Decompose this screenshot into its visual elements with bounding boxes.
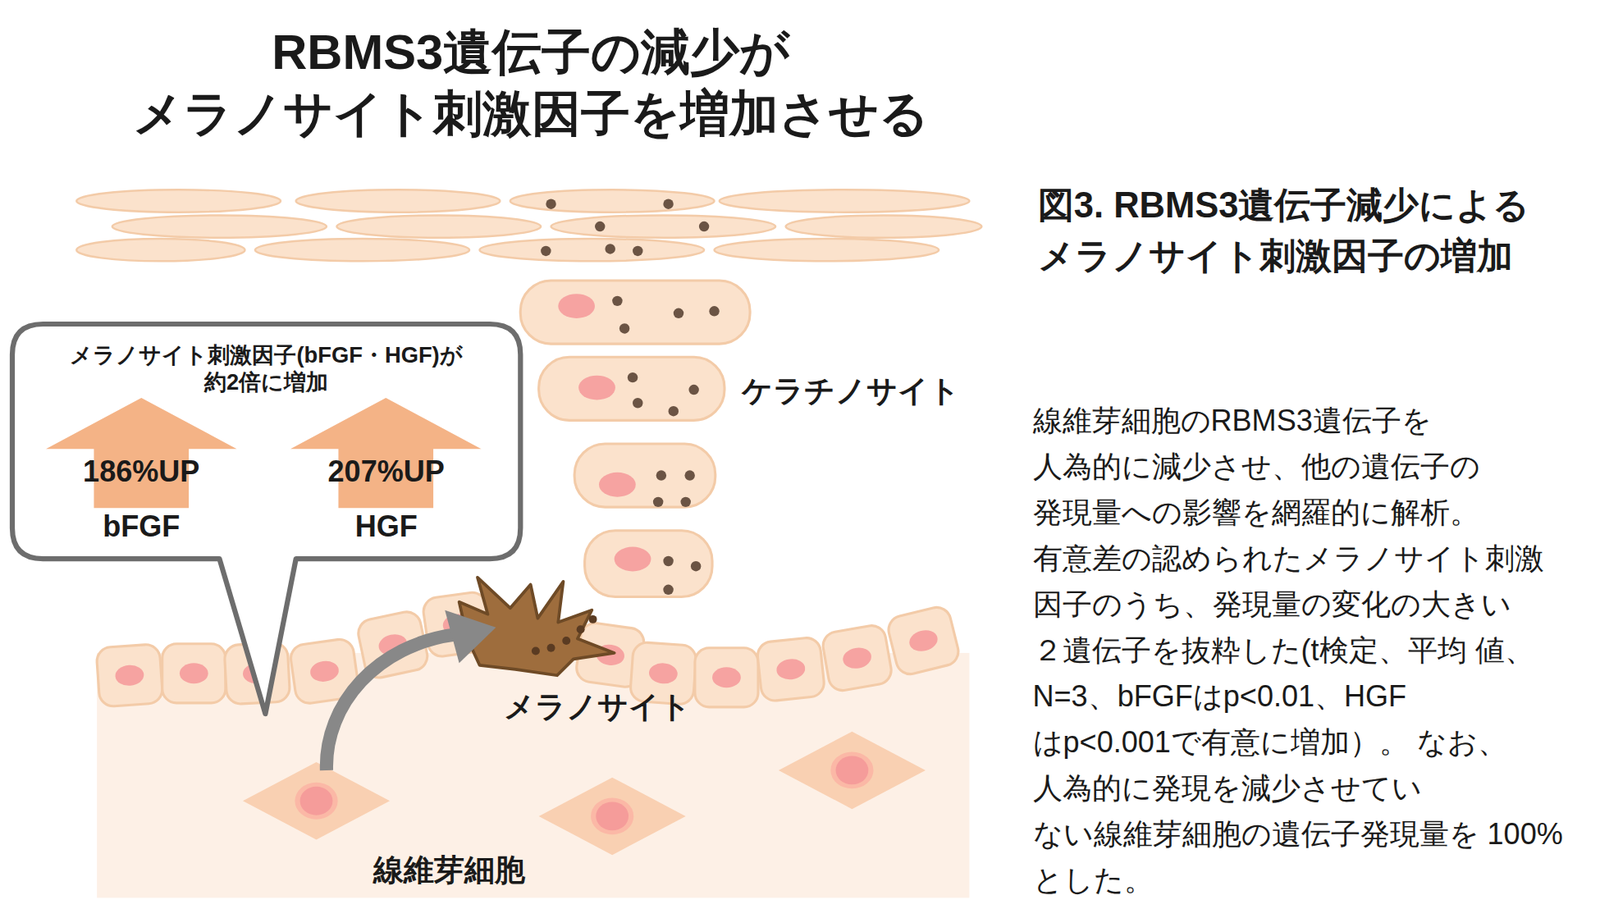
melanin-dot [619,323,630,334]
keratinocyte [539,356,725,421]
factor-name: HGF [355,508,418,544]
melanin-dot [688,384,699,395]
melanin-dot [604,243,615,254]
melanin-dot [627,372,638,383]
percent-value: 186%UP [82,453,200,490]
figure-caption: 図3. RBMS3遺伝子減少による メラノサイト刺激因子の増加 [1037,179,1549,282]
melanin-dot [662,556,673,567]
cell-label: ケラチノサイト [741,372,960,410]
corneum-cell [510,189,715,212]
corneum-cell [336,214,541,238]
keratinocytes [520,199,750,598]
cell-label: 線維芽細胞 [373,850,526,888]
melanin-dot [668,406,679,416]
melanin-dot [680,497,691,508]
basal-cell [694,648,759,708]
fibroblast [539,777,686,856]
factor-name: bFGF [102,508,180,544]
stratum-corneum [76,189,982,261]
nucleus [598,472,636,498]
increase-arrow: 207%UP HGF [290,397,482,546]
nucleus [557,293,595,319]
callout-bubble: メラノサイト刺激因子(bFGF・HGF)が 約2倍に増加 186%UP bFGF 20… [12,324,521,559]
melanin-dot [690,561,701,572]
corneum-cell [714,238,940,261]
basal-cell [885,604,961,678]
corneum-cell [480,238,705,261]
melanin-dot [632,246,643,256]
fibroblast [778,731,926,810]
basal-cell [162,644,226,704]
nucleus [578,375,616,401]
melanin-dot [656,470,667,480]
corneum-cell [112,214,327,238]
melanin-dot [545,199,556,210]
melanin-dot [684,470,695,480]
secretion-arrow [326,635,456,771]
basal-cell [756,636,826,703]
melanin-dot [673,308,684,319]
melanin-dot [662,585,673,595]
melanin-dot [662,199,673,210]
description-text: 線維芽細胞のRBMS3遺伝子を 人為的に減少させ、他の遺伝子の 発現量への影響を… [1033,397,1577,904]
melanin-dot [699,221,709,232]
increase-arrow: 186%UP bFGF [45,397,238,546]
melanin-dot [632,397,643,408]
corneum-cell [786,214,983,238]
melanin-dot [540,246,551,256]
corneum-cell [76,238,245,261]
melanin-dot [653,497,663,508]
corneum-cell [76,189,281,212]
keratinocyte [574,443,716,508]
nucleus [614,547,652,572]
melanin-dot [594,221,605,232]
corneum-cell [719,189,970,212]
fibroblasts [242,731,926,855]
corneum-cell [255,238,470,261]
title: RBMS3遺伝子の減少が メラノサイト刺激因子を増加させる [101,22,960,145]
keratinocyte [520,280,750,344]
corneum-cell [296,189,501,212]
keratinocyte [585,530,713,598]
melanin-dot [708,306,719,316]
cell-label: メラノサイト [503,687,691,725]
fibroblast [242,762,390,841]
arrow-head [444,610,496,664]
corneum-cell [551,214,777,238]
callout-heading: メラノサイト刺激因子(bFGF・HGF)が 約2倍に増加 [26,342,507,397]
melanin-dot [612,296,622,307]
basal-cell [820,623,893,693]
melanin [531,615,598,656]
basal-cell [96,644,164,708]
percent-value: 207%UP [328,453,445,490]
